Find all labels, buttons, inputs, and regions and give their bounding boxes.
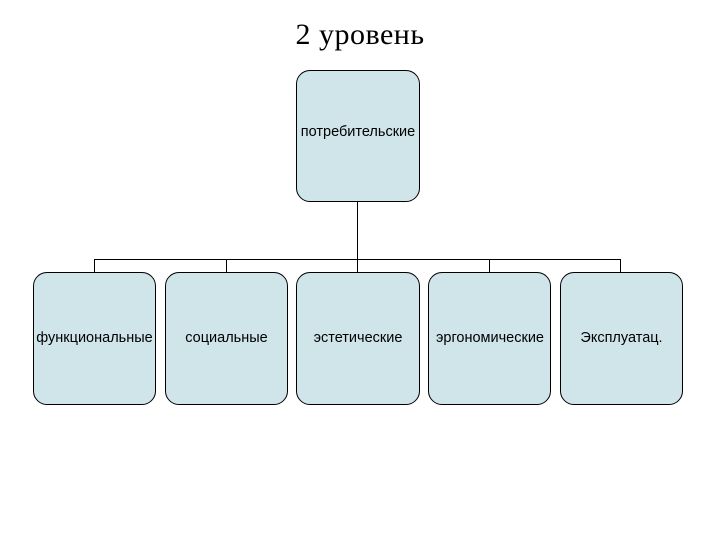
- page-title: 2 уровень: [295, 18, 425, 51]
- connector-drop-2: [226, 259, 227, 273]
- node-child-3-label: эстетические: [313, 330, 403, 346]
- node-child-2-label: социальные: [185, 330, 268, 346]
- node-root[interactable]: [296, 70, 420, 202]
- node-child-1[interactable]: [33, 272, 156, 405]
- connector-drop-3: [357, 259, 358, 273]
- connector-drop-4: [489, 259, 490, 273]
- node-child-5-label: Эксплуатац.: [580, 330, 663, 346]
- node-child-3[interactable]: [296, 272, 420, 405]
- node-child-2[interactable]: [165, 272, 288, 405]
- node-child-1-label: функциональные: [36, 330, 153, 346]
- node-child-4[interactable]: [428, 272, 551, 405]
- node-child-4-label: эргономические: [435, 330, 544, 346]
- connector-drop-5: [620, 259, 621, 273]
- connector-root-vertical: [357, 202, 358, 272]
- node-child-5[interactable]: [560, 272, 683, 405]
- node-root-label: потребительские: [300, 124, 416, 140]
- connector-drop-1: [94, 259, 95, 273]
